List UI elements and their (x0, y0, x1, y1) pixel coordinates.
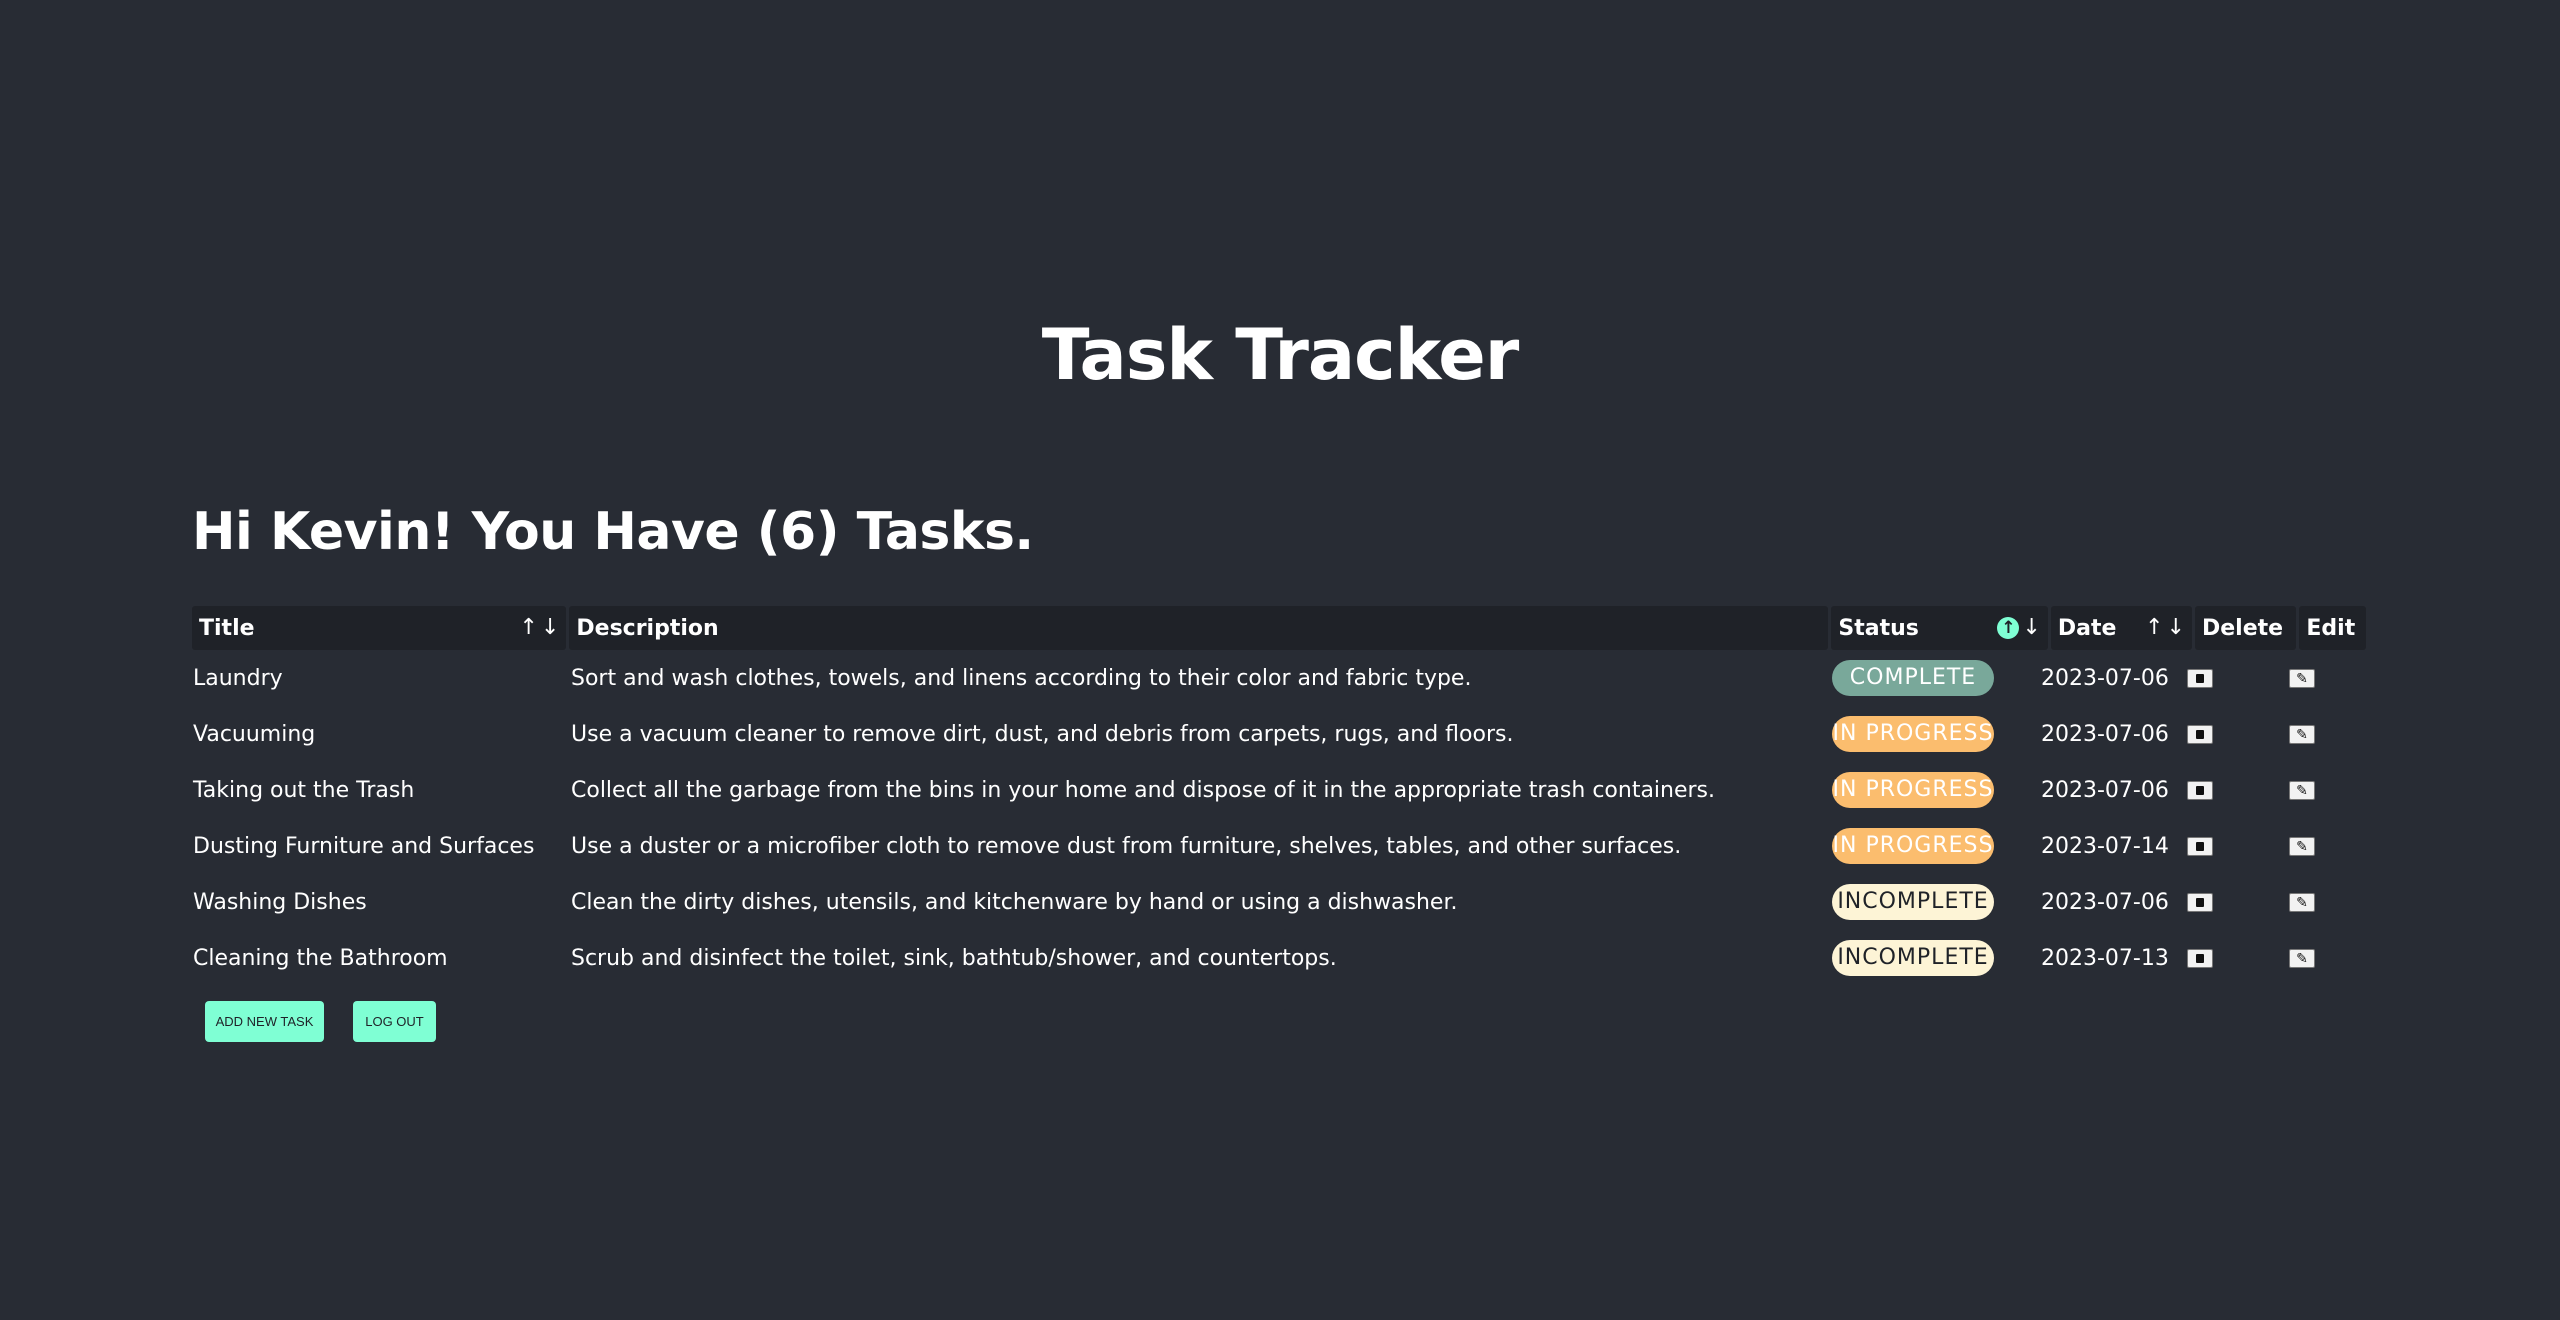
action-buttons: ADD NEW TASK LOG OUT (205, 1001, 436, 1042)
title-sort-controls: ↑ ↓ (520, 617, 560, 639)
trash-icon (2196, 842, 2204, 851)
sort-up-icon[interactable]: ↑ (519, 615, 538, 640)
delete-button[interactable] (2187, 893, 2213, 912)
table-header: Title ↑ ↓ Description Status ↑ ↓ Date ↑ (192, 606, 2366, 650)
status-badge: IN PROGRESS (1832, 716, 1994, 752)
sort-down-icon[interactable]: ↓ (2166, 615, 2185, 640)
status-badge: COMPLETE (1832, 660, 1994, 696)
table-row: Vacuuming Use a vacuum cleaner to remove… (192, 706, 2366, 762)
column-header-title-label: Title (199, 615, 255, 641)
task-description: Use a vacuum cleaner to remove dirt, dus… (571, 721, 1514, 747)
sort-up-active-icon[interactable]: ↑ (1997, 617, 2020, 639)
column-header-description: Description (569, 606, 1829, 650)
task-description: Sort and wash clothes, towels, and linen… (571, 665, 1472, 691)
task-description: Clean the dirty dishes, utensils, and ki… (571, 889, 1458, 915)
column-header-edit-label: Edit (2306, 615, 2356, 641)
pencil-icon: ✎ (2296, 894, 2308, 911)
pencil-icon: ✎ (2296, 670, 2308, 687)
sort-down-icon[interactable]: ↓ (2022, 615, 2041, 640)
task-description: Use a duster or a microfiber cloth to re… (571, 833, 1682, 859)
status-badge: IN PROGRESS (1832, 828, 1994, 864)
pencil-icon: ✎ (2296, 726, 2308, 743)
status-badge: INCOMPLETE (1832, 940, 1994, 976)
delete-button[interactable] (2187, 949, 2213, 968)
column-header-title: Title ↑ ↓ (192, 606, 567, 650)
delete-button[interactable] (2187, 781, 2213, 800)
task-title: Cleaning the Bathroom (193, 945, 448, 971)
task-title: Laundry (193, 665, 283, 691)
delete-button[interactable] (2187, 837, 2213, 856)
table-row: Dusting Furniture and Surfaces Use a dus… (192, 818, 2366, 874)
edit-button[interactable]: ✎ (2289, 893, 2315, 912)
app-title: Task Tracker (1041, 314, 1520, 396)
task-date: 2023-07-06 (2041, 721, 2169, 747)
status-badge: IN PROGRESS (1832, 772, 1994, 808)
table-row: Laundry Sort and wash clothes, towels, a… (192, 650, 2366, 706)
task-date: 2023-07-13 (2041, 945, 2169, 971)
edit-button[interactable]: ✎ (2289, 837, 2315, 856)
trash-icon (2196, 786, 2204, 795)
delete-button[interactable] (2187, 725, 2213, 744)
column-header-status: Status ↑ ↓ (1831, 606, 2048, 650)
edit-button[interactable]: ✎ (2289, 949, 2315, 968)
column-header-date: Date ↑ ↓ (2050, 606, 2192, 650)
task-date: 2023-07-14 (2041, 833, 2169, 859)
pencil-icon: ✎ (2296, 838, 2308, 855)
sort-up-icon[interactable]: ↑ (2145, 615, 2164, 640)
task-title: Washing Dishes (193, 889, 367, 915)
column-header-edit: Edit (2299, 606, 2366, 650)
trash-icon (2196, 730, 2204, 739)
trash-icon (2196, 898, 2204, 907)
edit-button[interactable]: ✎ (2289, 725, 2315, 744)
pencil-icon: ✎ (2296, 782, 2308, 799)
task-title: Dusting Furniture and Surfaces (193, 833, 535, 859)
task-date: 2023-07-06 (2041, 889, 2169, 915)
log-out-button[interactable]: LOG OUT (353, 1001, 436, 1042)
task-description: Scrub and disinfect the toilet, sink, ba… (571, 945, 1337, 971)
greeting-heading: Hi Kevin! You Have (6) Tasks. (192, 502, 1034, 562)
add-new-task-button[interactable]: ADD NEW TASK (205, 1001, 324, 1042)
task-date: 2023-07-06 (2041, 665, 2169, 691)
pencil-icon: ✎ (2296, 950, 2308, 967)
column-header-date-label: Date (2057, 615, 2117, 641)
task-title: Vacuuming (193, 721, 316, 747)
edit-button[interactable]: ✎ (2289, 781, 2315, 800)
trash-icon (2196, 674, 2204, 683)
task-table: Title ↑ ↓ Description Status ↑ ↓ Date ↑ (192, 606, 2366, 986)
sort-down-icon[interactable]: ↓ (540, 615, 560, 640)
table-row: Washing Dishes Clean the dirty dishes, u… (192, 874, 2366, 930)
date-sort-controls: ↑ ↓ (2145, 617, 2185, 639)
table-body: Laundry Sort and wash clothes, towels, a… (192, 650, 2366, 986)
task-title: Taking out the Trash (193, 777, 415, 803)
trash-icon (2196, 954, 2204, 963)
column-header-status-label: Status (1838, 615, 1919, 641)
task-description: Collect all the garbage from the bins in… (571, 777, 1716, 803)
table-row: Taking out the Trash Collect all the gar… (192, 762, 2366, 818)
column-header-delete: Delete (2195, 606, 2297, 650)
column-header-delete-label: Delete (2202, 615, 2284, 641)
status-sort-controls: ↑ ↓ (1997, 615, 2041, 640)
edit-button[interactable]: ✎ (2289, 669, 2315, 688)
delete-button[interactable] (2187, 669, 2213, 688)
table-row: Cleaning the Bathroom Scrub and disinfec… (192, 930, 2366, 986)
status-badge: INCOMPLETE (1832, 884, 1994, 920)
task-date: 2023-07-06 (2041, 777, 2169, 803)
column-header-description-label: Description (576, 615, 719, 641)
